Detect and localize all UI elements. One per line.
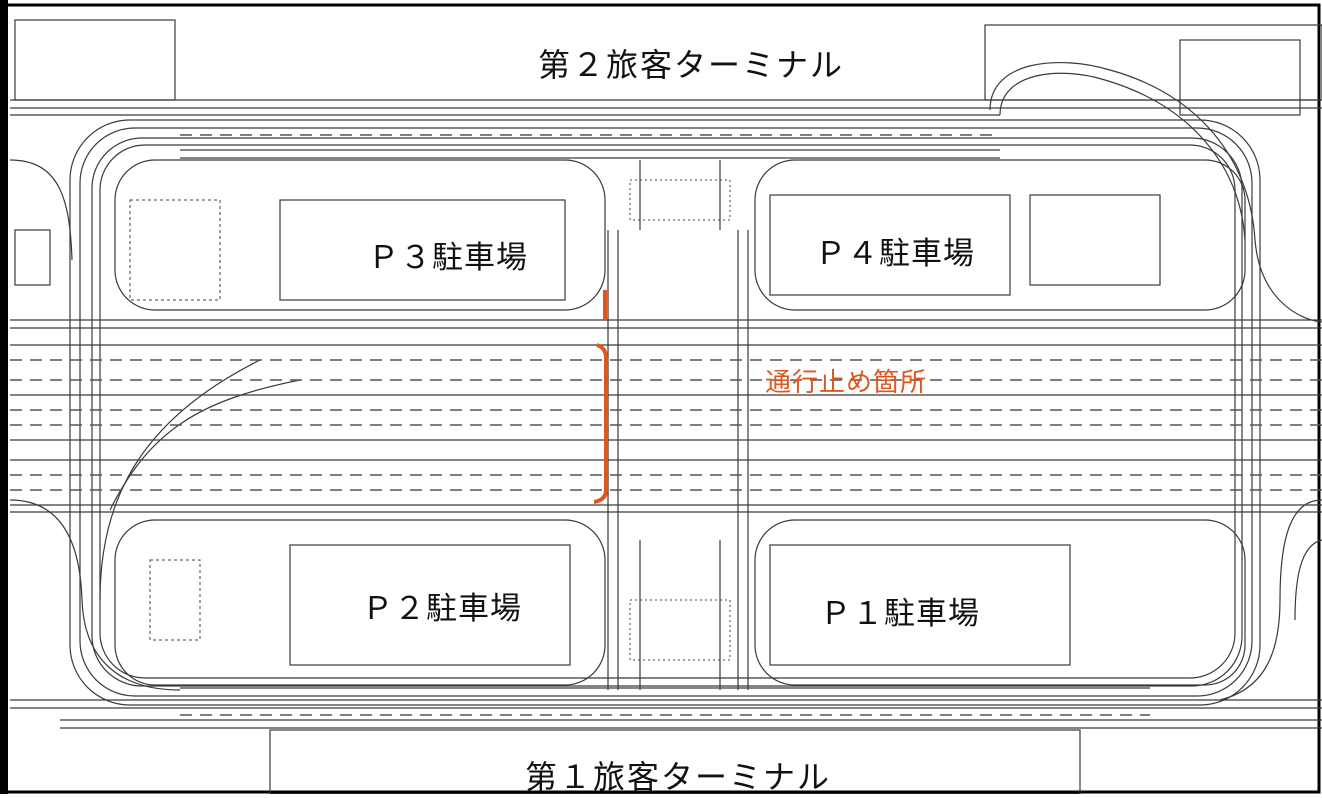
terminal-2-annex	[984, 24, 1322, 101]
terminal-2-label: 第２旅客ターミナル	[538, 46, 845, 84]
terminal-2-parking	[1179, 39, 1301, 116]
parking-p4-label: Ｐ４駐車場	[815, 236, 975, 272]
p4-lot-outline	[754, 159, 1246, 311]
hatched-areas	[129, 179, 731, 661]
p2-building	[289, 544, 571, 666]
outer-loop-2	[79, 127, 1253, 697]
outer-loop-1	[69, 119, 1261, 706]
closure-bracket	[593, 343, 608, 504]
terminal-1-building	[269, 729, 1081, 794]
p1-lot-outline	[754, 519, 1246, 686]
closure-label: 通行止め箇所	[765, 368, 928, 398]
parking-p2-label: Ｐ２駐車場	[362, 591, 522, 627]
map-frame	[3, 3, 1321, 794]
lane-markings	[10, 134, 1322, 716]
p3-lot-outline	[114, 159, 606, 311]
p4-building	[769, 194, 1011, 296]
p2-lot-outline	[114, 519, 606, 686]
parking-p3-label: Ｐ３駐車場	[368, 240, 528, 276]
p4-annex	[1029, 194, 1161, 286]
terminal-1-label: 第１旅客ターミナル	[525, 758, 832, 796]
west-block	[14, 229, 51, 286]
closure-marker	[593, 290, 608, 504]
parking-p1-label: Ｐ１駐車場	[820, 596, 980, 632]
left-frame-bar	[0, 0, 8, 794]
terminal-2-west	[14, 19, 176, 101]
outer-loop-4	[99, 144, 1236, 679]
outer-loop-3	[91, 137, 1243, 687]
p1-building	[769, 544, 1071, 666]
p3-building	[279, 199, 566, 301]
road-network	[9, 19, 1322, 794]
